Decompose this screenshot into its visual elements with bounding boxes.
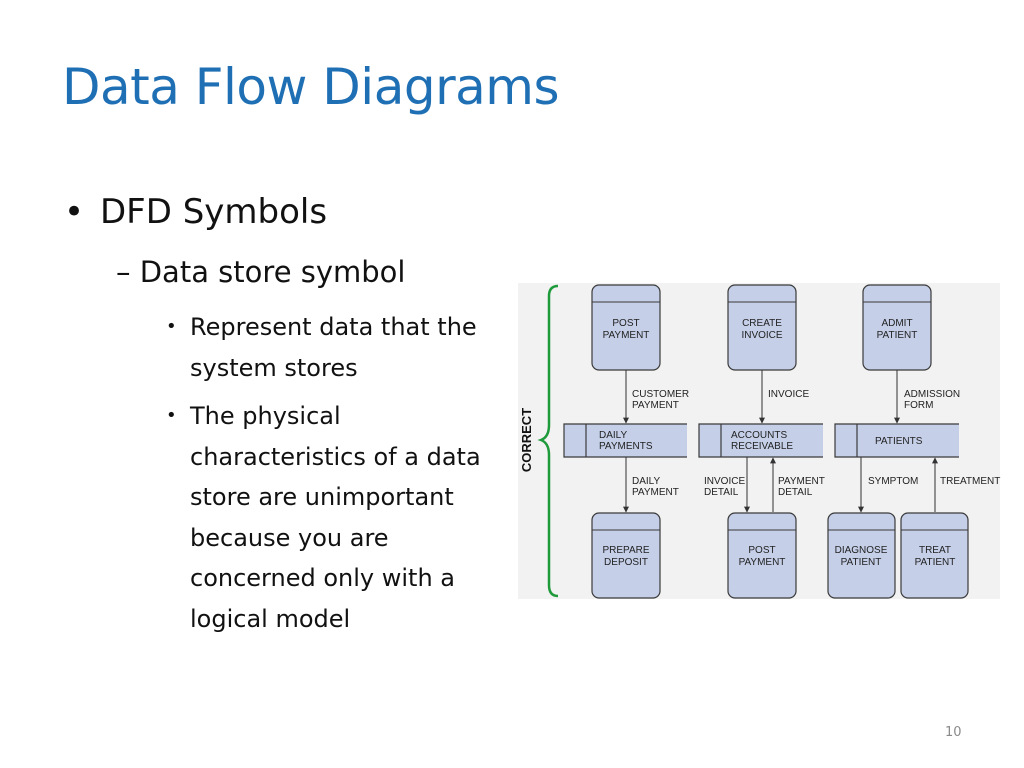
- bullet-level2-text: – Data store symbol: [116, 255, 406, 289]
- process-label: PATIENT: [841, 557, 882, 568]
- flow-label: INVOICE: [704, 476, 745, 487]
- bullet-level3-text: Represent data that the system stores: [190, 313, 477, 382]
- process-diagnose-patient: DIAGNOSE PATIENT: [827, 512, 896, 599]
- flow-label: DETAIL: [704, 487, 739, 498]
- process-label: PATIENT: [877, 330, 918, 341]
- store-label: DAILY: [599, 430, 627, 441]
- process-create-invoice: CREATE INVOICE: [727, 284, 797, 371]
- store-label: RECEIVABLE: [731, 441, 793, 452]
- flow-label: DETAIL: [778, 487, 813, 498]
- bullet-dot: •: [166, 316, 177, 337]
- process-label: INVOICE: [741, 330, 782, 341]
- process-label: ADMIT: [881, 318, 912, 329]
- process-post-payment: POST PAYMENT: [591, 284, 661, 371]
- store-label: PATIENTS: [875, 436, 923, 447]
- store-patients: PATIENTS: [834, 423, 959, 458]
- flow-label: INVOICE: [768, 389, 809, 400]
- flow-label: PAYMENT: [632, 487, 679, 498]
- flow-label: TREATMENT: [940, 476, 1000, 487]
- process-label: CREATE: [742, 318, 782, 329]
- process-post-payment-2: POST PAYMENT: [727, 512, 797, 599]
- process-label: PREPARE: [602, 545, 649, 556]
- process-label: POST: [612, 318, 639, 329]
- process-treat-patient: TREAT PATIENT: [900, 512, 969, 599]
- process-prepare-deposit: PREPARE DEPOSIT: [591, 512, 661, 599]
- store-accounts-receivable: ACCOUNTS RECEIVABLE: [698, 423, 823, 458]
- bullet-dot: •: [166, 405, 177, 426]
- bullet-dot: •: [64, 192, 85, 232]
- process-label: DEPOSIT: [604, 557, 648, 568]
- flow-label: SYMPTOM: [868, 476, 918, 487]
- process-label: PAYMENT: [739, 557, 786, 568]
- flow-label: CUSTOMER: [632, 389, 689, 400]
- flow-label: PAYMENT: [632, 400, 679, 411]
- store-label: PAYMENTS: [599, 441, 653, 452]
- flow-label: FORM: [904, 400, 933, 411]
- bullet-level1-text: DFD Symbols: [100, 192, 328, 232]
- flow-label: ADMISSION: [904, 389, 960, 400]
- store-label: ACCOUNTS: [731, 430, 787, 441]
- flow-label: DAILY: [632, 476, 660, 487]
- bullet-level3-text: The physical characteristics of a data s…: [190, 402, 481, 633]
- side-label: CORRECT: [519, 408, 534, 472]
- store-daily-payments: DAILY PAYMENTS: [563, 423, 687, 458]
- slide-title: Data Flow Diagrams: [62, 58, 560, 116]
- process-label: PAYMENT: [603, 330, 650, 341]
- flow-label: PAYMENT: [778, 476, 825, 487]
- process-admit-patient: ADMIT PATIENT: [862, 284, 932, 371]
- page-number: 10: [945, 725, 962, 740]
- process-label: TREAT: [919, 545, 951, 556]
- process-label: POST: [748, 545, 775, 556]
- process-label: DIAGNOSE: [835, 545, 888, 556]
- bracket-icon: [537, 284, 559, 598]
- process-label: PATIENT: [915, 557, 956, 568]
